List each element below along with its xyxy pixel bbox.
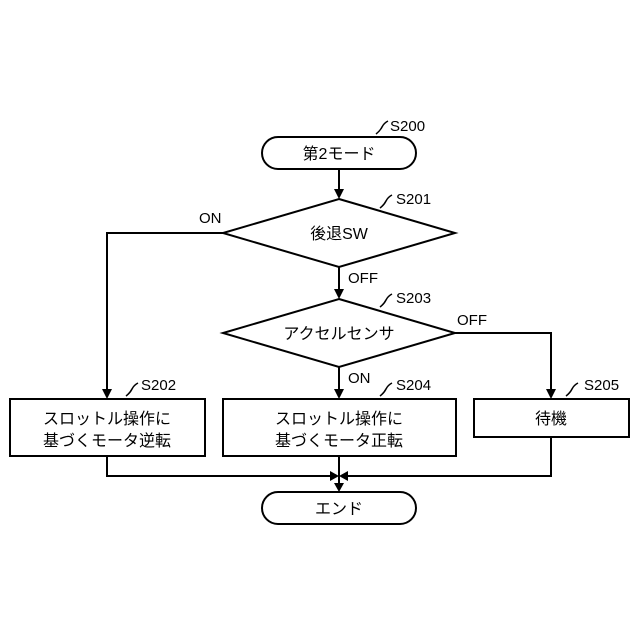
step-id-s200: S200 — [390, 118, 425, 135]
arrowhead — [334, 189, 344, 199]
branch-label-on: ON — [199, 210, 222, 227]
process-standby: 待機 — [474, 399, 629, 437]
step-id-leader — [126, 383, 138, 396]
end-terminal: エンド — [262, 492, 416, 524]
step-id-s205: S205 — [584, 377, 619, 394]
step-id-s203: S203 — [396, 290, 431, 307]
process-motor-reverse: スロットル操作に 基づくモータ逆転 — [10, 399, 205, 456]
step-id-leader — [380, 195, 392, 208]
process-motor-forward: スロットル操作に 基づくモータ正転 — [223, 399, 456, 456]
step-id-s201: S201 — [396, 191, 431, 208]
arrowhead — [334, 289, 344, 299]
branch-label-off: OFF — [348, 270, 378, 287]
process-motor-forward-line1: スロットル操作に — [275, 410, 403, 428]
step-id-leader — [376, 121, 388, 134]
arrowhead — [546, 389, 556, 399]
process-motor-forward-line2: 基づくモータ正転 — [275, 432, 403, 450]
connector — [107, 456, 331, 476]
process-standby-label: 待機 — [535, 410, 567, 428]
process-motor-reverse-line1: スロットル操作に — [43, 410, 171, 428]
arrowhead — [102, 389, 112, 399]
connector — [107, 233, 223, 390]
end-terminal-label: エンド — [315, 501, 363, 518]
arrowhead — [339, 471, 348, 481]
decision-accel-sensor: アクセルセンサ — [223, 299, 455, 367]
arrowhead — [330, 471, 339, 481]
start-terminal-label: 第2モード — [303, 145, 376, 163]
decision-accel-sensor-label: アクセルセンサ — [283, 325, 394, 343]
step-id-s204: S204 — [396, 377, 431, 394]
step-id-leader — [566, 383, 578, 396]
branch-label-on: ON — [348, 370, 371, 387]
decision-reverse-switch: 後退SW — [223, 199, 455, 267]
step-id-leader — [380, 294, 392, 307]
step-id-leader — [380, 383, 392, 396]
arrowhead — [334, 483, 344, 492]
arrowhead — [334, 389, 344, 399]
start-terminal: 第2モード — [262, 137, 416, 169]
decision-reverse-switch-label: 後退SW — [310, 225, 369, 243]
step-id-s202: S202 — [141, 377, 176, 394]
process-motor-reverse-line2: 基づくモータ逆転 — [43, 432, 171, 450]
connector — [455, 333, 551, 390]
branch-label-off: OFF — [457, 312, 487, 329]
